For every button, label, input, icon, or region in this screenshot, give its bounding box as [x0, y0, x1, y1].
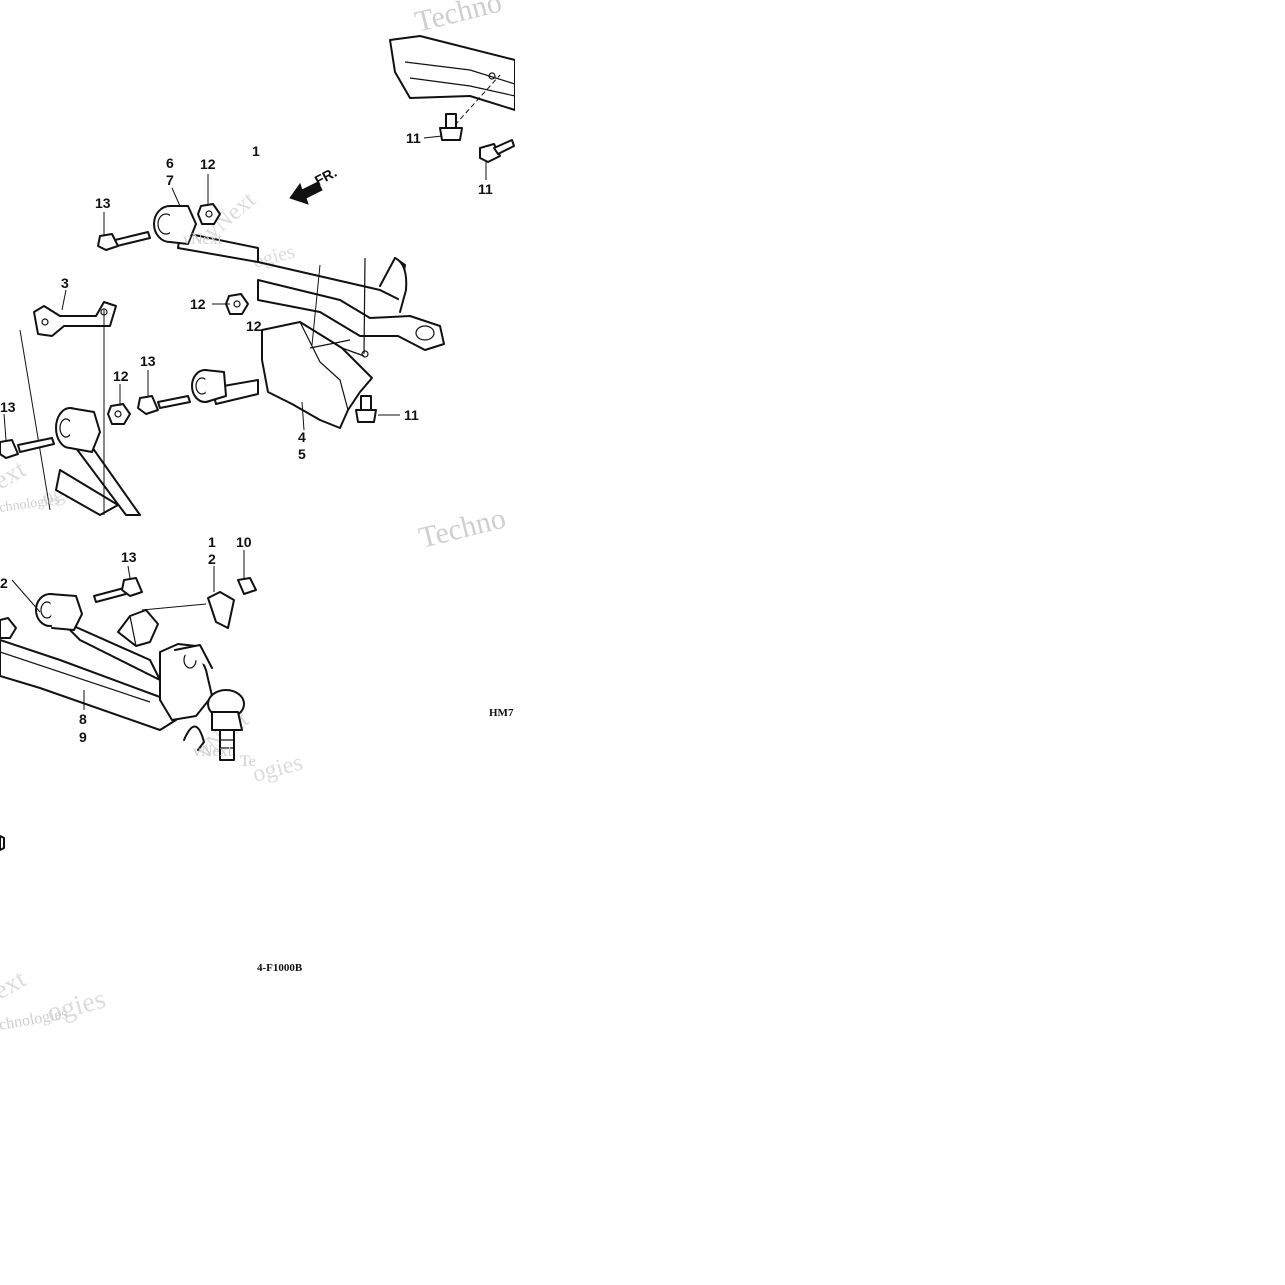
callout-7: 7: [166, 172, 174, 188]
watermark-brand-top: Techno: [412, 0, 505, 39]
fasteners: [0, 113, 515, 851]
diagram-code-secondary: 4-F1000B: [257, 962, 303, 974]
callout-1-top-partial: 1: [252, 143, 260, 159]
blank-tile: [258, 515, 515, 705]
callout-13-b: 13: [140, 353, 156, 369]
callout-4: 4: [298, 429, 306, 445]
watermark-brand-mid: Techno: [416, 502, 509, 555]
watermark-chnologies-left: chnologies: [0, 493, 61, 516]
callout-11-c: 11: [404, 407, 419, 423]
bolt-11-c: [355, 395, 377, 423]
frame-tube-assembly: [257, 257, 445, 429]
bolt-11-a: [439, 113, 463, 141]
callout-12-partial: 12: [246, 318, 262, 334]
callout-8: 8: [79, 711, 87, 727]
watermark-vnext-inline-upper: vNext: [183, 231, 223, 248]
callout-9: 9: [79, 729, 87, 745]
diagram-code-primary: HM7: [489, 707, 514, 719]
bolt-11-b: [479, 139, 515, 163]
front-direction-indicator: FR.: [289, 164, 339, 205]
watermark-ext-left: ext: [0, 454, 31, 495]
bolt-13-d: [93, 577, 143, 603]
nut-12-d: [0, 617, 17, 639]
callout-12-d-partial: 2: [0, 575, 8, 591]
bolt-13-c: [0, 437, 55, 459]
callout-12-c: 12: [113, 368, 129, 384]
callout-13-d: 13: [121, 549, 137, 565]
bolt-13-b: [137, 395, 191, 415]
callout-12-b: 12: [190, 296, 206, 312]
bolt-10: [237, 577, 257, 595]
watermark-chnologies-bottom: chnologies: [0, 1005, 69, 1034]
lower-arm-upper-view: [19, 310, 141, 516]
callout-3: 3: [61, 275, 69, 291]
watermark-vnext-inline-lower: vNext: [193, 743, 233, 760]
callout-1: 1: [208, 534, 216, 550]
leader-lines: [3, 135, 487, 710]
blank-area: [515, 0, 1285, 1285]
watermark-te-inline: Te: [240, 753, 256, 770]
lower-arm-lower-view: [0, 579, 245, 761]
callout-6: 6: [166, 155, 174, 171]
callout-13-c: 13: [0, 399, 16, 415]
nut-12-b: [225, 293, 249, 315]
nut-12-c: [107, 403, 131, 425]
watermark-ogies-lower: ogies: [250, 750, 306, 788]
callout-2: 2: [208, 551, 216, 567]
callout-12-a: 12: [200, 156, 216, 172]
watermark-ext-bottom: ext: [0, 964, 31, 1005]
callout-10: 10: [236, 534, 252, 550]
callout-5: 5: [298, 446, 306, 462]
bumper-bracket-assembly: [389, 35, 516, 126]
bolt-13-a: [97, 231, 151, 251]
upper-arm-assembly: [33, 205, 259, 405]
nut-12-a: [197, 203, 221, 225]
callout-11-b: 11: [478, 181, 493, 197]
callout-13-a: 13: [95, 195, 111, 211]
front-arrow-icon: [289, 181, 323, 205]
callout-labels: 1 11 11 6 7 12 13 3 12 12 13 12 13 11 4 …: [0, 130, 493, 745]
callout-11-a: 11: [406, 130, 421, 146]
partial-fastener-left: [0, 835, 5, 851]
